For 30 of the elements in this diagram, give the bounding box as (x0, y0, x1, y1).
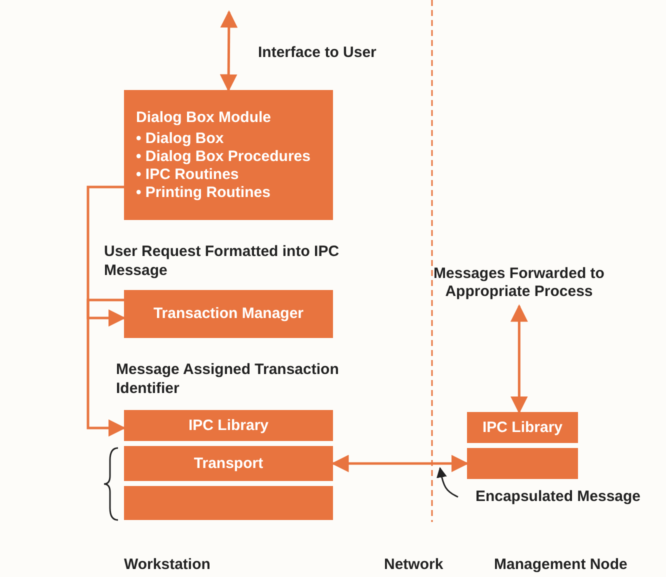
arrow (510, 304, 528, 414)
heading: Dialog Box Module (136, 108, 271, 126)
node-text: • Printing Routines (136, 184, 270, 202)
node-text: • Dialog Box Procedures (136, 148, 310, 166)
annotation: Encapsulated Message (458, 486, 658, 508)
process-box (124, 446, 333, 481)
column-heading: Management Node (494, 556, 628, 575)
column-heading: Workstation (124, 556, 210, 575)
process-box (467, 412, 578, 443)
arrow (331, 454, 469, 472)
node-text: • Dialog Box (136, 130, 224, 148)
annotation: Messages Forwarded to Appropriate Process (410, 262, 628, 304)
annotation: Interface to User (258, 44, 376, 63)
process-box (124, 410, 333, 441)
node-text: • IPC Routines (136, 166, 239, 184)
node-text: IPC Library (188, 416, 269, 434)
process-box (124, 290, 333, 338)
arrow (220, 10, 238, 92)
column-heading: Network (384, 556, 444, 575)
node-text: IPC Library (482, 418, 563, 436)
annotation: User Request Formatted into IPC Message (104, 243, 340, 280)
process-box (124, 90, 333, 220)
node-text: Transaction Manager (153, 305, 304, 323)
process-box (124, 486, 333, 520)
process-box (467, 448, 578, 479)
node-text: Transport (194, 454, 264, 472)
arrow (86, 298, 126, 437)
arrow (86, 186, 126, 327)
leader-line (436, 466, 458, 498)
annotation: Message Assigned Transaction Identifier (116, 361, 340, 398)
